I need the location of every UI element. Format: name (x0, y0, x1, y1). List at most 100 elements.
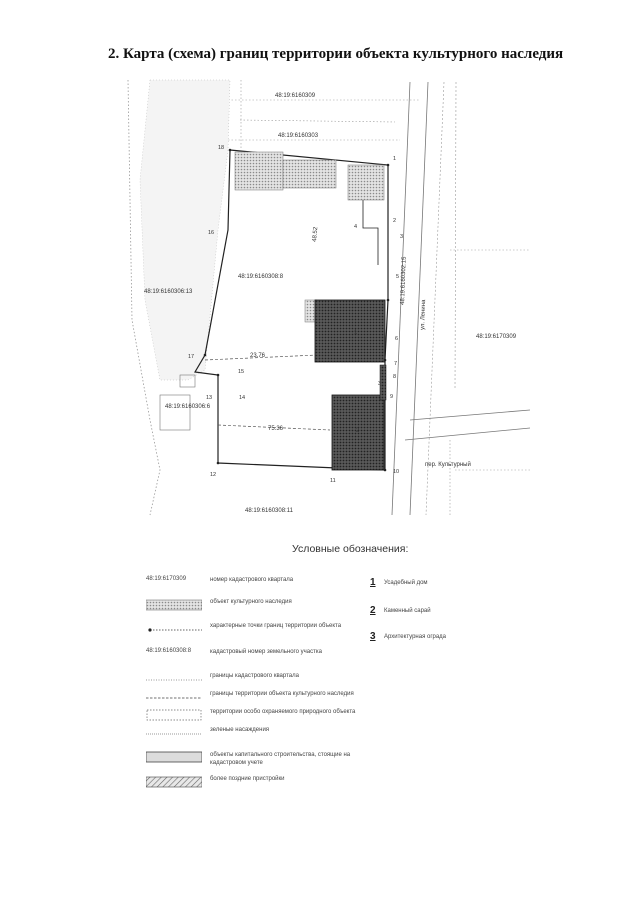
side-street-1 (409, 409, 531, 421)
boundary-point (203, 353, 207, 357)
left-small-building (159, 394, 191, 431)
street-label-side: пер. Культурный (425, 461, 471, 468)
legend-item-green-space: зеленые насаждения (146, 726, 396, 740)
point-label: 14 (239, 395, 245, 401)
inner-line-3 (362, 200, 379, 265)
legend-text: кадастровый номер земельного участка (210, 649, 322, 655)
street-band-1 (391, 81, 411, 516)
street-band-4 (454, 81, 457, 391)
building-swatch-icon (146, 751, 202, 763)
legend-text: более поздние пристройки (210, 776, 285, 782)
point-label: 15 (238, 369, 244, 375)
point-label: 17 (188, 354, 194, 360)
heritage-building-1 (314, 299, 386, 363)
building-legend-2: 2 Каменный сарай (370, 605, 490, 620)
legend-text: объекты капитального строительства, стоя… (210, 752, 351, 766)
boundary-point-icon (148, 628, 202, 632)
point-label: 4 (354, 224, 357, 230)
legend-text: зеленые насаждения (210, 727, 270, 733)
point-label: 7 (394, 361, 397, 367)
late-addition-1 (234, 151, 284, 191)
legend-item-protected-nature: территории особо охраняемого природного … (146, 708, 396, 722)
dotted-line-icon (146, 679, 202, 681)
dotted-swatch-icon (146, 599, 202, 611)
boundary-point (216, 461, 220, 465)
street-band-2 (409, 81, 429, 516)
building-label: Усадебный дом (384, 580, 428, 586)
legend-item-heritage-object: объект культурного наследия (146, 598, 396, 612)
dimension-label-2: 48.52 (312, 226, 319, 242)
parcel-label-small: 48:19:6160306:6 (165, 404, 211, 410)
building-legend-1: 1 Усадебный дом (370, 577, 490, 592)
building-label: Архитектурная ограда (384, 634, 447, 640)
late-addition-2 (282, 159, 337, 189)
territory-map: 48:19:6160309 48:19:6160303 48:19:616030… (127, 79, 531, 516)
legend-text: объект культурного наследия (210, 599, 292, 605)
boundary-point (386, 163, 390, 167)
parcel-label-road: 48:19:6160302:15 (400, 256, 408, 305)
boundary-point (386, 298, 390, 302)
legend-code: 48:19:6170309 (146, 576, 187, 582)
legend-text: характерные точки границ территории объе… (210, 623, 342, 629)
point-label: 3 (400, 234, 403, 240)
boundary-point (383, 358, 387, 362)
building-legend-3: 3 Архитектурная ограда (370, 631, 490, 646)
green-area (139, 79, 231, 381)
point-label: 9 (390, 394, 393, 400)
page-title: 2. Карта (схема) границ территории объек… (108, 46, 564, 62)
dimension-label-3: 75.36 (268, 426, 284, 432)
legend-item-late-additions: более поздние пристройки (146, 775, 396, 789)
street-band-3 (425, 81, 445, 516)
legend-item-boundary-points: характерные точки границ территории объе… (146, 622, 396, 636)
point-label: 18 (218, 145, 224, 151)
legend-text: границы территории объекта культурного н… (210, 691, 354, 697)
building-label: Каменный сарай (384, 608, 431, 614)
parcel-label-right-upper: 48:19:6170309 (476, 334, 517, 340)
boundary-point (228, 148, 232, 152)
building-number: 3 (370, 631, 376, 642)
legend-text: границы кадастрового квартала (210, 673, 299, 679)
legend-item-capital-objects: объекты капитального строительства, стоя… (146, 750, 396, 770)
parcel-label-top-a: 48:19:6160309 (275, 93, 316, 99)
point-label: 12 (210, 472, 216, 478)
point-label: 2 (393, 218, 396, 224)
boundary-points (203, 148, 390, 472)
parcel-label-left: 48:19:6160306:13 (144, 289, 193, 295)
boundary-point (216, 373, 220, 377)
legend-item-heritage-boundary: границы территории объекта культурного н… (146, 690, 396, 704)
boundary-point (383, 468, 387, 472)
legend-item-parcel-number: 48:19:6160308:8 кадастровый номер земель… (146, 648, 396, 662)
point-label: 10 (393, 469, 399, 475)
street-label-main: ул. Ленина (420, 299, 427, 330)
legend-item-quarter-boundary: границы кадастрового квартала (146, 672, 396, 686)
point-label: 6 (395, 336, 398, 342)
heritage-fence (379, 364, 387, 401)
parcel-label-bottom: 48:19:6160308:11 (245, 508, 294, 514)
point-label: 16 (208, 230, 214, 236)
top-cadastral-line-2 (239, 119, 396, 123)
point-label: 13 (206, 395, 212, 401)
building-mark-3: 3 (378, 381, 381, 387)
protected-area-icon (146, 709, 202, 721)
dimension-label-1: 23.76 (250, 353, 266, 359)
building-mark-1: 1 (354, 330, 358, 336)
point-label: 5 (396, 274, 399, 280)
building-mark-2: 2 (356, 428, 360, 434)
legend-text: территории особо охраняемого природного … (210, 709, 356, 715)
parcel-label-top-b: 48:19:6160303 (278, 133, 319, 139)
inner-line-2 (217, 424, 331, 431)
point-label: 11 (330, 478, 336, 484)
heritage-building-2 (331, 394, 385, 471)
legend-code: 48:19:6160308:8 (146, 648, 192, 654)
hatch-swatch-icon (146, 776, 202, 788)
point-label: 1 (393, 156, 396, 162)
building-number: 2 (370, 605, 376, 616)
building-number: 1 (370, 577, 376, 588)
legend-item-quarter-number: 48:19:6170309 номер кадастрового квартал… (146, 576, 396, 590)
point-label: 8 (393, 374, 396, 380)
legend-text: номер кадастрового квартала (210, 577, 294, 583)
late-addition-3 (347, 164, 385, 201)
green-line-icon (146, 733, 202, 735)
legend-title: Условные обозначения: (292, 543, 409, 555)
side-street-2 (404, 427, 531, 441)
